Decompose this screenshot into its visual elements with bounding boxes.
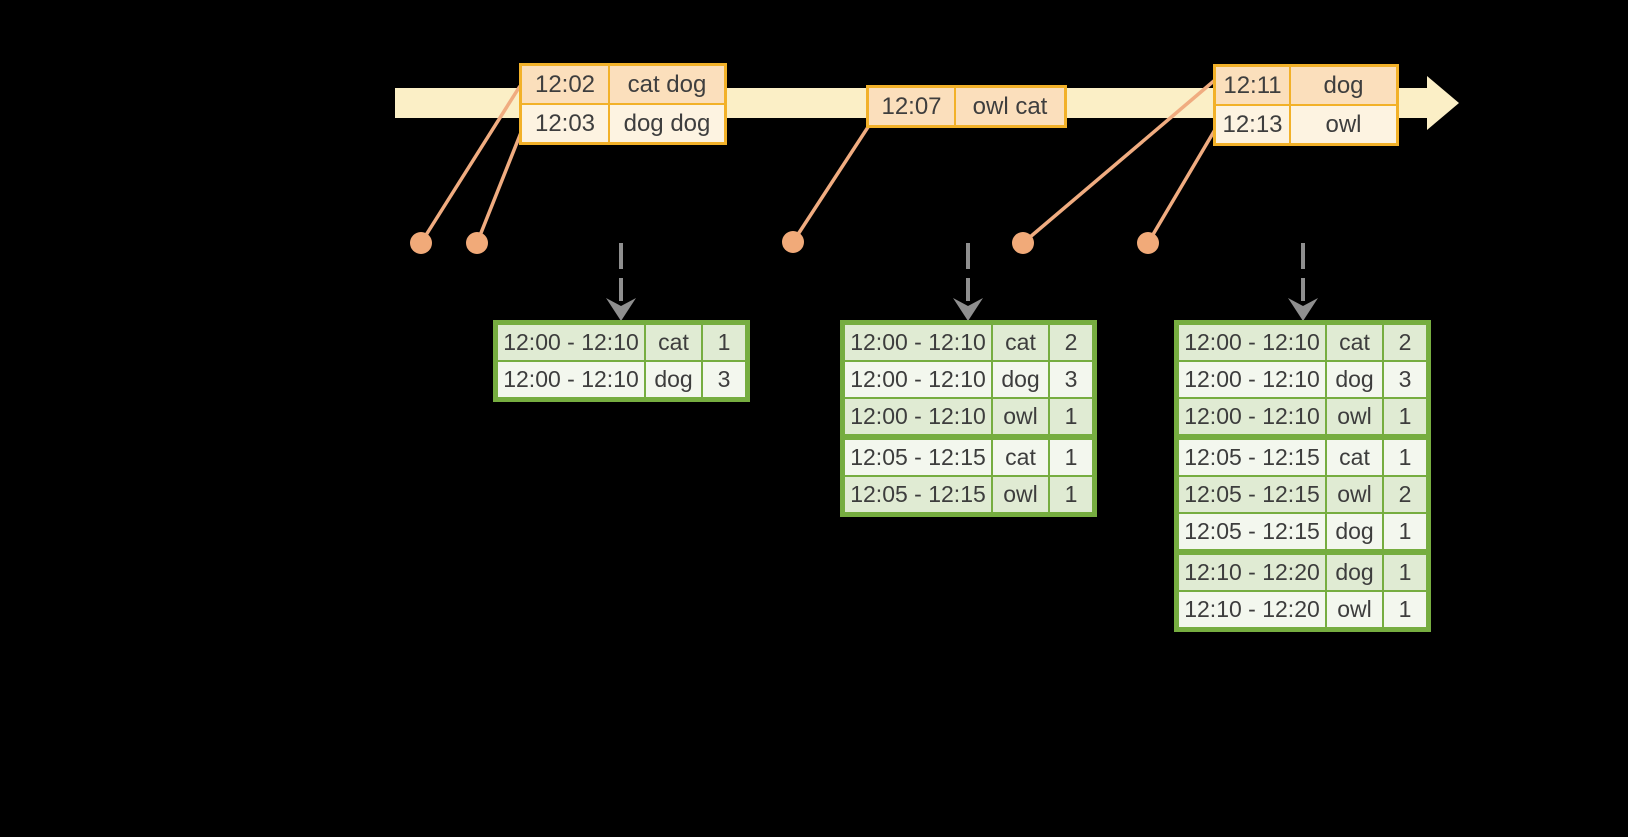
event-time-cell: 12:11 [1216,67,1289,104]
result-row: 12:05 - 12:15 cat 1 [1179,440,1426,475]
window-cell: 12:00 - 12:10 [498,325,644,360]
word-cell: owl [1327,477,1382,512]
event-table-2: 12:07 owl cat [866,85,1067,128]
event-time-dot [1012,232,1034,254]
timeline-arrowhead-icon [1427,76,1459,130]
word-cell: dog [1327,555,1382,590]
event-connector-line [1021,78,1217,245]
word-cell: cat [1327,325,1382,360]
window-cell: 12:00 - 12:10 [498,362,644,397]
event-words-cell: dog dog [610,105,724,142]
result-row: 12:00 - 12:10 dog 3 [845,362,1092,397]
result-row: 12:00 - 12:10 owl 1 [1179,399,1426,434]
word-cell: cat [646,325,701,360]
event-time-dot [466,232,488,254]
count-cell: 1 [1384,399,1426,434]
count-cell: 1 [1384,514,1426,549]
word-cell: dog [1327,514,1382,549]
event-time-cell: 12:07 [869,88,954,125]
event-words-cell: dog [1291,67,1396,104]
count-cell: 1 [1050,399,1092,434]
event-connector-line [475,129,524,244]
word-cell: cat [993,440,1048,475]
trigger-arrows [606,243,1318,321]
word-cell: owl [993,477,1048,512]
word-cell: dog [1327,362,1382,397]
window-cell: 12:10 - 12:20 [1179,555,1325,590]
event-time-cell: 12:03 [522,105,608,142]
result-row: 12:10 - 12:20 dog 1 [1179,555,1426,590]
event-time-dot [410,232,432,254]
trigger-arrow-head-icon [953,298,983,321]
window-cell: 12:00 - 12:10 [1179,325,1325,360]
count-cell: 1 [1050,477,1092,512]
result-row: 12:00 - 12:10 owl 1 [845,399,1092,434]
result-row: 12:05 - 12:15 dog 1 [1179,514,1426,549]
count-cell: 1 [1384,440,1426,475]
window-cell: 12:05 - 12:15 [845,477,991,512]
event-time-dot [1137,232,1159,254]
window-cell: 12:05 - 12:15 [1179,514,1325,549]
count-cell: 1 [1384,555,1426,590]
result-table-1: 12:00 - 12:10 cat 1 12:00 - 12:10 dog 3 [493,320,750,402]
result-row: 12:00 - 12:10 dog 3 [1179,362,1426,397]
result-row: 12:10 - 12:20 owl 1 [1179,592,1426,627]
event-table-1: 12:02 cat dog 12:03 dog dog [519,63,727,145]
window-cell: 12:00 - 12:10 [845,399,991,434]
result-table-3: 12:00 - 12:10 cat 2 12:00 - 12:10 dog 3 … [1174,320,1431,632]
result-table-2: 12:00 - 12:10 cat 2 12:00 - 12:10 dog 3 … [840,320,1097,517]
event-time-cell: 12:02 [522,66,608,103]
event-words-cell: cat dog [610,66,724,103]
count-cell: 2 [1384,325,1426,360]
word-cell: owl [1327,592,1382,627]
result-row: 12:05 - 12:15 owl 1 [845,477,1092,512]
count-cell: 2 [1384,477,1426,512]
word-cell: cat [1327,440,1382,475]
event-words-cell: owl [1291,106,1396,143]
word-cell: cat [993,325,1048,360]
event-words-cell: owl cat [956,88,1064,125]
count-cell: 1 [1050,440,1092,475]
result-row: 12:00 - 12:10 cat 2 [845,325,1092,360]
event-connector-line [791,123,872,243]
trigger-arrow-head-icon [1288,298,1318,321]
word-cell: owl [993,399,1048,434]
window-cell: 12:00 - 12:10 [1179,362,1325,397]
count-cell: 1 [703,325,745,360]
window-cell: 12:00 - 12:10 [845,325,991,360]
count-cell: 3 [1050,362,1092,397]
window-cell: 12:00 - 12:10 [845,362,991,397]
window-cell: 12:00 - 12:10 [1179,399,1325,434]
event-connector-line [1146,127,1218,244]
result-row: 12:00 - 12:10 cat 1 [498,325,745,360]
trigger-arrow-head-icon [606,298,636,321]
window-cell: 12:05 - 12:15 [1179,477,1325,512]
window-cell: 12:05 - 12:15 [845,440,991,475]
result-row: 12:05 - 12:15 owl 2 [1179,477,1426,512]
count-cell: 1 [1384,592,1426,627]
event-table-3: 12:11 dog 12:13 owl [1213,64,1399,146]
event-connector-line [419,85,522,244]
word-cell: dog [646,362,701,397]
event-time-dot [782,231,804,253]
count-cell: 3 [1384,362,1426,397]
count-cell: 3 [703,362,745,397]
count-cell: 2 [1050,325,1092,360]
result-row: 12:00 - 12:10 dog 3 [498,362,745,397]
window-cell: 12:10 - 12:20 [1179,592,1325,627]
word-cell: dog [993,362,1048,397]
event-connector-lines [419,78,1218,245]
word-cell: owl [1327,399,1382,434]
event-time-cell: 12:13 [1216,106,1289,143]
result-row: 12:05 - 12:15 cat 1 [845,440,1092,475]
window-cell: 12:05 - 12:15 [1179,440,1325,475]
event-time-dots [410,231,1159,254]
result-row: 12:00 - 12:10 cat 2 [1179,325,1426,360]
